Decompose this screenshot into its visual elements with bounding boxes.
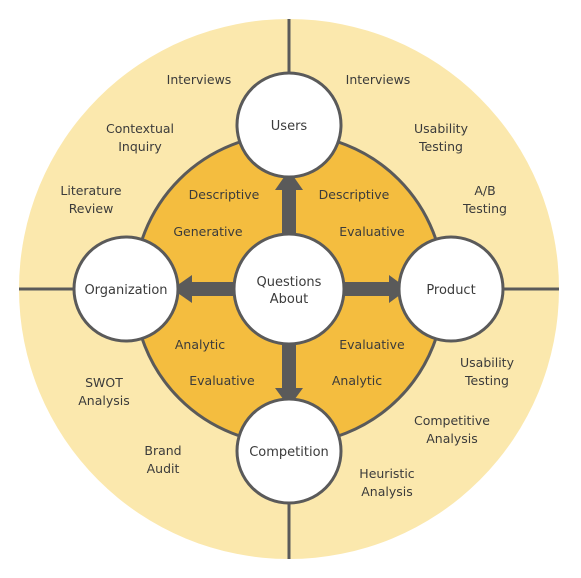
node-center: Questions About: [232, 232, 346, 346]
node-product: Product: [397, 235, 505, 343]
inner-label: Generative: [173, 224, 243, 239]
inner-label: Descriptive: [319, 187, 390, 202]
inner-label: Evaluative: [339, 224, 405, 239]
outer-label: Audit: [147, 461, 180, 476]
outer-label: Literature: [60, 183, 122, 198]
center-label-line2: About: [270, 292, 308, 307]
outer-label: Interviews: [167, 72, 232, 87]
node-users-circle: [235, 71, 343, 179]
node-center-circle: [232, 232, 346, 346]
outer-label: Testing: [462, 201, 507, 216]
arrow-up: [275, 170, 303, 234]
outer-label: Contextual: [106, 121, 174, 136]
outer-label: Testing: [464, 373, 509, 388]
node-organization-circle: [72, 235, 180, 343]
outer-label: SWOT: [85, 375, 123, 390]
outer-label: Review: [69, 201, 114, 216]
outer-label: Analysis: [78, 393, 130, 408]
outer-label: Heuristic: [359, 466, 415, 481]
outer-label: Competitive: [414, 413, 490, 428]
node-product-label: Product: [426, 283, 475, 298]
outer-labels: Interviews Contextual Inquiry Literature…: [60, 72, 514, 499]
outer-label: Interviews: [346, 72, 411, 87]
outer-label: Inquiry: [118, 139, 162, 154]
node-users: Users: [235, 71, 343, 179]
node-competition-circle: [235, 397, 343, 505]
node-competition-label: Competition: [249, 445, 329, 460]
inner-label: Evaluative: [189, 373, 255, 388]
inner-label: Evaluative: [339, 337, 405, 352]
outer-label: A/B: [474, 183, 495, 198]
outer-label: Brand: [144, 443, 181, 458]
outer-label: Analysis: [426, 431, 478, 446]
node-organization: Organization: [72, 235, 180, 343]
center-label-line1: Questions: [257, 275, 322, 290]
node-competition: Competition: [235, 397, 343, 505]
outer-label: Testing: [418, 139, 463, 154]
node-product-circle: [397, 235, 505, 343]
inner-label: Descriptive: [189, 187, 260, 202]
arrow-left: [172, 275, 234, 303]
outer-label: Usability: [460, 355, 515, 370]
outer-label: Usability: [414, 121, 469, 136]
inner-label: Analytic: [175, 337, 225, 352]
inner-label: Analytic: [332, 373, 382, 388]
inner-labels: Descriptive Generative Descriptive Evalu…: [173, 187, 405, 388]
outer-label: Analysis: [361, 484, 413, 499]
node-organization-label: Organization: [84, 283, 167, 298]
node-users-label: Users: [271, 119, 308, 134]
